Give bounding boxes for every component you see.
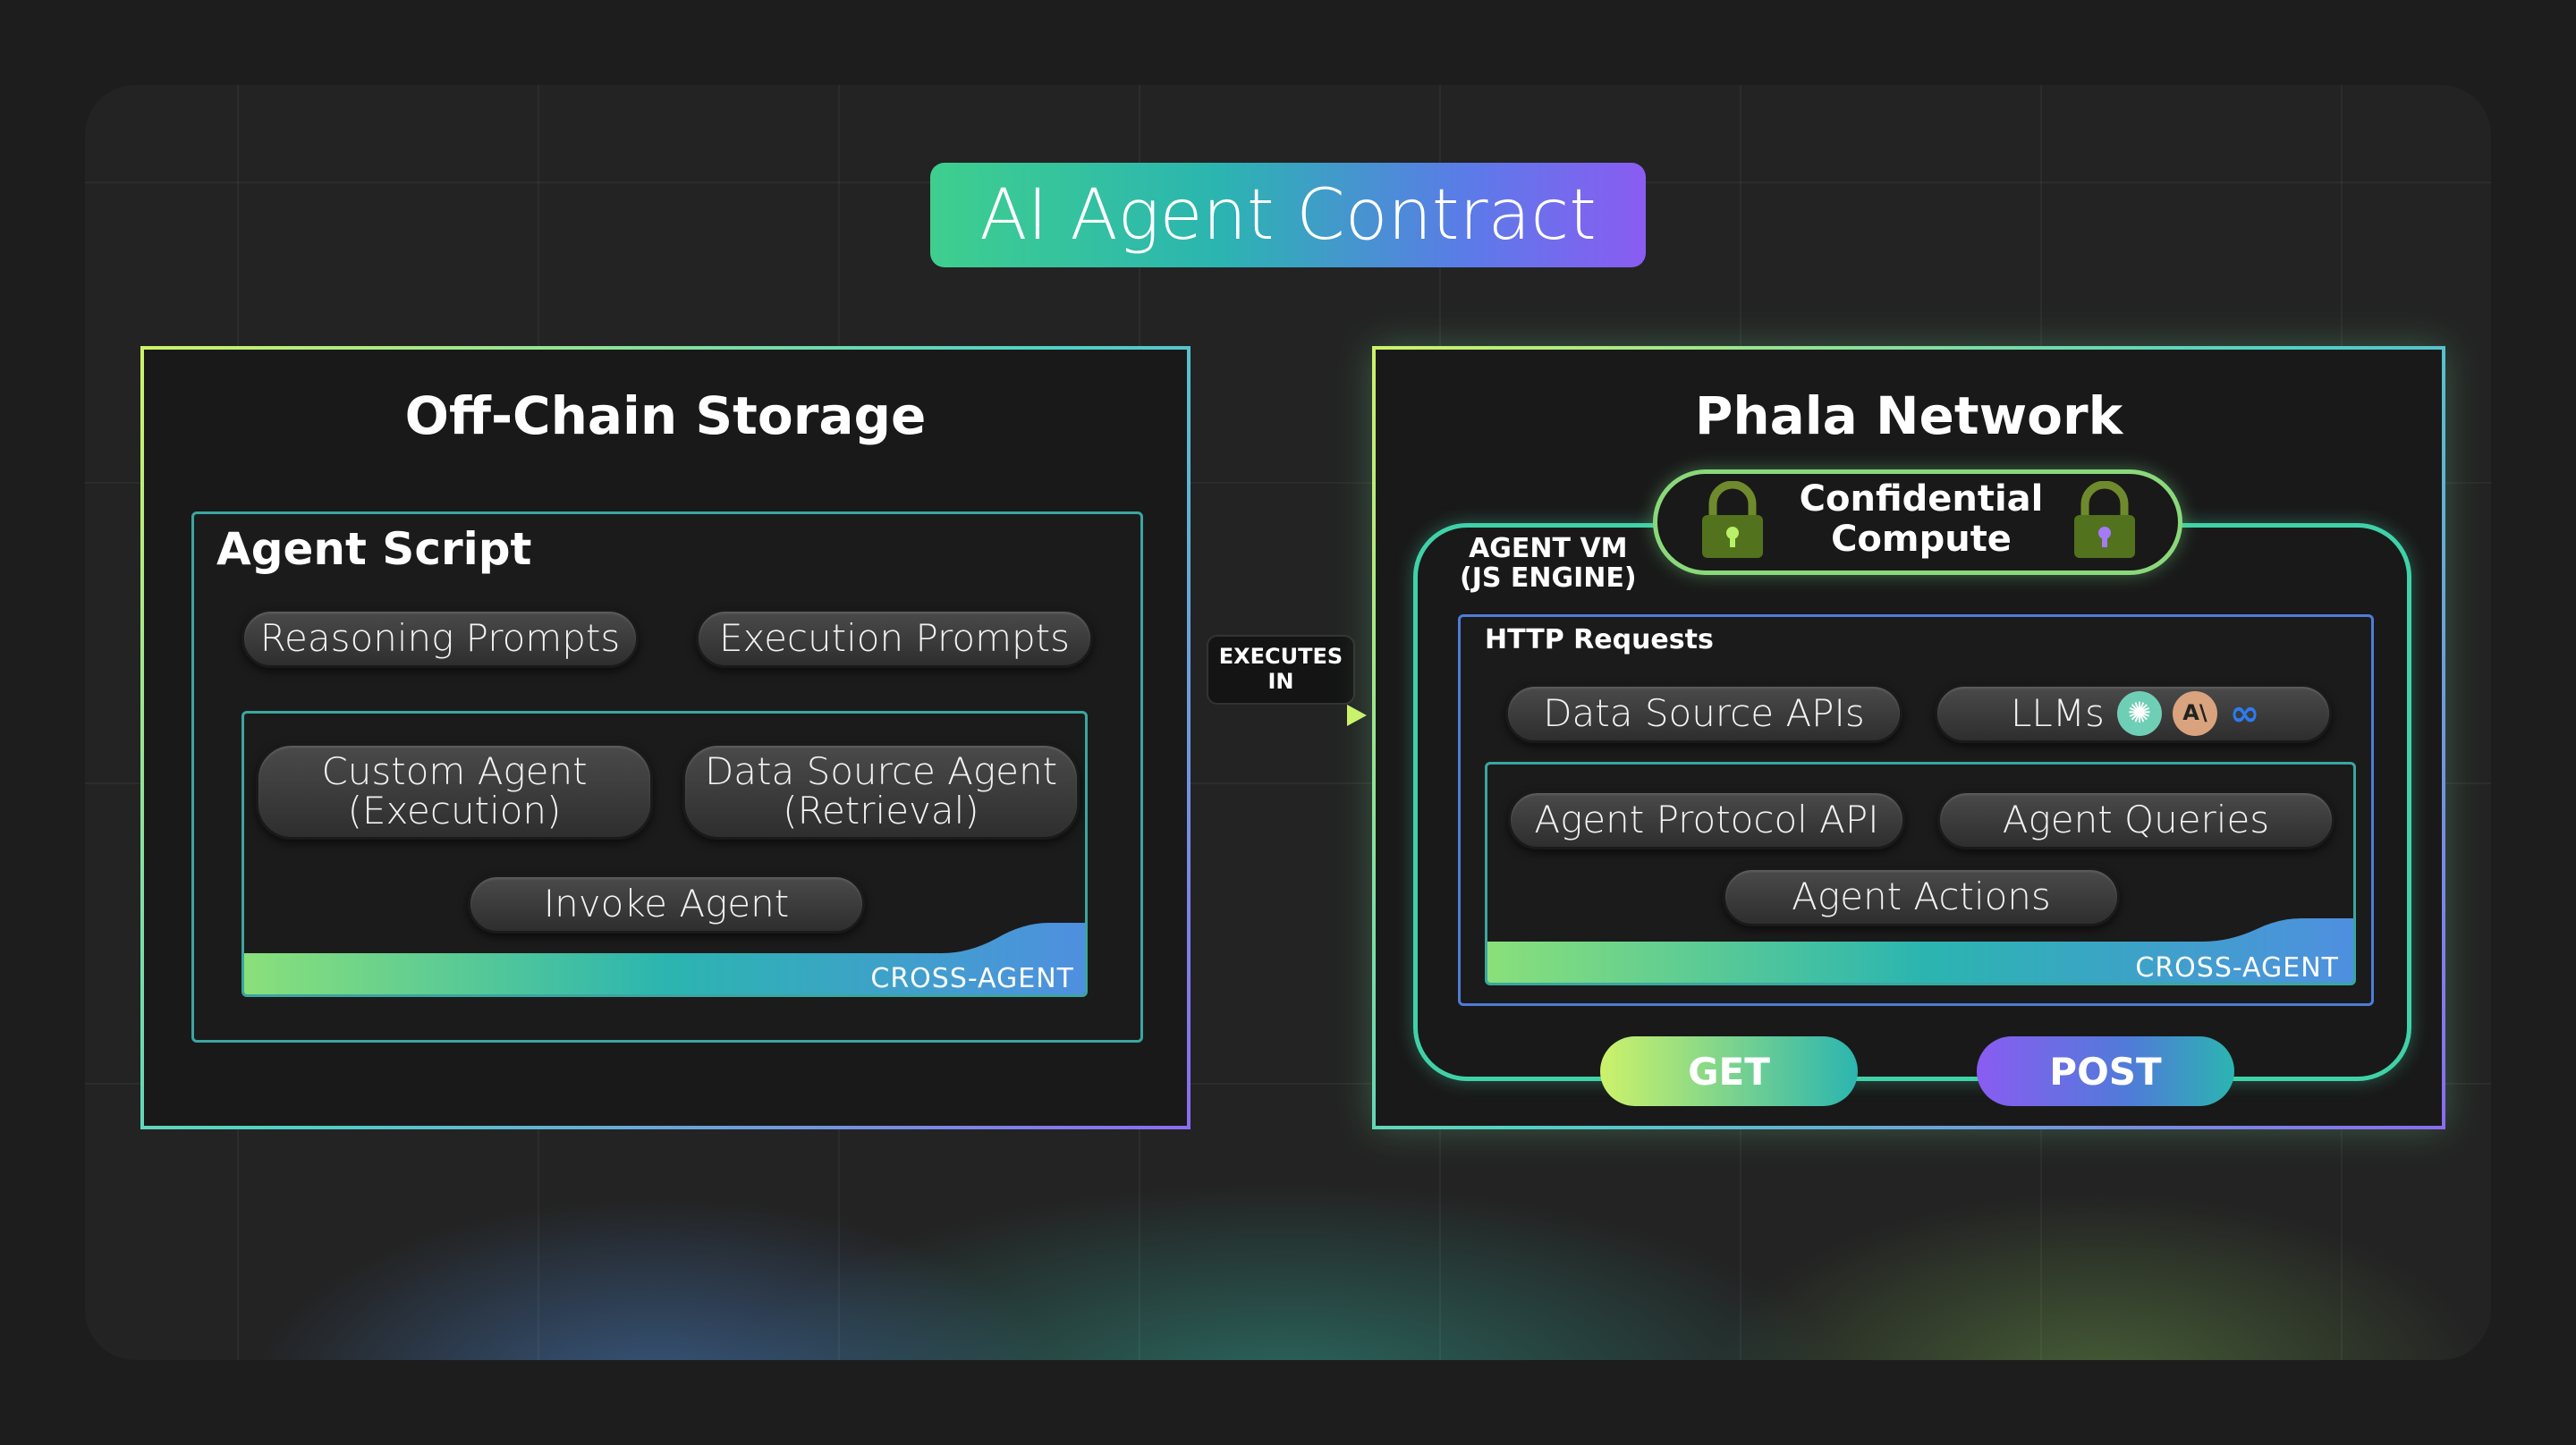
cross-agent-box-right: Agent Protocol API Agent Queries Agent A… <box>1485 762 2356 985</box>
agent-script-box: Agent Script Reasoning Prompts Execution… <box>191 511 1143 1043</box>
lock-icon <box>2074 481 2135 558</box>
confidential-compute-badge: Confidential Compute <box>1653 469 2182 575</box>
executes-in-label: EXECUTES IN <box>1207 635 1355 705</box>
data-source-agent-pill: Data Source Agent (Retrieval) <box>682 743 1080 840</box>
cross-agent-label: CROSS-AGENT <box>870 963 1074 994</box>
confidential-compute-label: Confidential Compute <box>1799 478 2044 560</box>
invoke-agent-pill: Invoke Agent <box>468 875 865 934</box>
executes-in-arrow <box>1191 705 1367 726</box>
meta-icon: ∞ <box>2229 693 2260 734</box>
off-chain-storage-panel: Off-Chain Storage Agent Script Reasoning… <box>140 346 1191 1129</box>
lock-icon <box>1702 481 1763 558</box>
page-title: AI Agent Contract <box>930 163 1646 267</box>
agent-script-title: Agent Script <box>216 523 532 575</box>
llms-label: LLMs <box>2011 690 2105 735</box>
custom-agent-pill: Custom Agent (Execution) <box>256 743 653 840</box>
post-badge: POST <box>1977 1036 2234 1106</box>
cross-agent-box: Custom Agent (Execution) Data Source Age… <box>242 711 1088 997</box>
phala-network-panel: Phala Network AGENT VM (JS ENGINE) Confi… <box>1372 346 2445 1129</box>
cross-agent-band-right <box>1487 918 2353 983</box>
phala-network-title: Phala Network <box>1694 385 2123 446</box>
http-requests-title: HTTP Requests <box>1485 624 1714 655</box>
data-source-apis-pill: Data Source APIs <box>1505 684 1902 743</box>
execution-prompts-pill: Execution Prompts <box>696 609 1093 668</box>
agent-vm-label: AGENT VM (JS ENGINE) <box>1454 534 1642 593</box>
llms-pill: LLMs ✺ A\ ∞ <box>1935 684 2332 743</box>
agent-protocol-api-pill: Agent Protocol API <box>1508 790 1905 849</box>
anthropic-icon: A\ <box>2172 691 2217 736</box>
agent-queries-pill: Agent Queries <box>1937 790 2334 849</box>
off-chain-storage-title: Off-Chain Storage <box>404 385 927 446</box>
cross-agent-band <box>244 923 1085 994</box>
http-requests-box: HTTP Requests Data Source APIs LLMs ✺ A\… <box>1458 614 2374 1006</box>
cross-agent-label-right: CROSS-AGENT <box>2135 952 2339 984</box>
reasoning-prompts-pill: Reasoning Prompts <box>242 609 639 668</box>
openai-icon: ✺ <box>2116 691 2162 736</box>
get-badge: GET <box>1600 1036 1858 1106</box>
agent-actions-pill: Agent Actions <box>1723 867 2120 926</box>
